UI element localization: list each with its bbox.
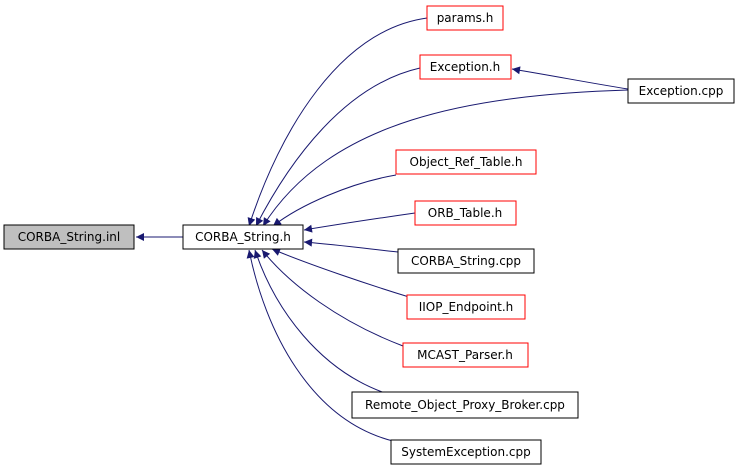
edge-iiop-endpoint-h-to-corba-string-h [271, 248, 410, 298]
node-label-iiop-endpoint-h: IIOP_Endpoint.h [419, 300, 514, 314]
node-orb-table-h[interactable]: ORB_Table.h [414, 200, 517, 226]
node-label-exception-h: Exception.h [430, 60, 500, 74]
edge-params-h-to-corba-string-h [247, 17, 428, 227]
node-params-h[interactable]: params.h [426, 5, 504, 31]
node-label-mcast-parser-h: MCAST_Parser.h [417, 348, 513, 362]
edge-orb-table-h-to-corba-string-h [303, 212, 416, 233]
node-corba-string-h[interactable]: CORBA_String.h [182, 224, 304, 250]
node-label-corba-string-cpp: CORBA_String.cpp [411, 254, 521, 268]
node-exception-cpp[interactable]: Exception.cpp [627, 78, 735, 104]
node-mcast-parser-h[interactable]: MCAST_Parser.h [402, 342, 529, 368]
edge-exception-cpp-to-corba-string-h [262, 89, 629, 227]
node-label-remote-object-proxy-broker-cpp: Remote_Object_Proxy_Broker.cpp [365, 398, 565, 412]
edge-object-ref-table-h-to-corba-string-h [272, 174, 397, 227]
node-corba-string-cpp[interactable]: CORBA_String.cpp [397, 248, 535, 274]
node-iiop-endpoint-h[interactable]: IIOP_Endpoint.h [406, 294, 526, 320]
node-label-corba-string-inl: CORBA_String.inl [18, 230, 121, 244]
node-object-ref-table-h[interactable]: Object_Ref_Table.h [395, 149, 537, 175]
node-label-object-ref-table-h: Object_Ref_Table.h [410, 155, 523, 169]
node-label-exception-cpp: Exception.cpp [639, 84, 724, 98]
node-exception-h[interactable]: Exception.h [419, 54, 512, 80]
edge-remote-object-proxy-broker-cpp-to-corba-string-h [253, 249, 386, 394]
node-label-orb-table-h: ORB_Table.h [428, 206, 502, 220]
edge-exception-cpp-to-exception-h [511, 66, 629, 90]
node-label-corba-string-h: CORBA_String.h [195, 230, 291, 244]
node-remote-object-proxy-broker-cpp[interactable]: Remote_Object_Proxy_Broker.cpp [351, 391, 579, 419]
edge-mcast-parser-h-to-corba-string-h [261, 249, 404, 347]
node-corba-string-inl: CORBA_String.inl [3, 224, 135, 250]
edge-exception-h-to-corba-string-h [255, 67, 421, 227]
edges [136, 17, 629, 442]
node-label-params-h: params.h [437, 11, 494, 25]
edge-systemexception-cpp-to-corba-string-h [246, 249, 394, 442]
node-systemexception-cpp[interactable]: SystemException.cpp [390, 439, 542, 465]
node-label-systemexception-cpp: SystemException.cpp [401, 445, 530, 459]
edge-corba-string-cpp-to-corba-string-h [303, 238, 399, 253]
